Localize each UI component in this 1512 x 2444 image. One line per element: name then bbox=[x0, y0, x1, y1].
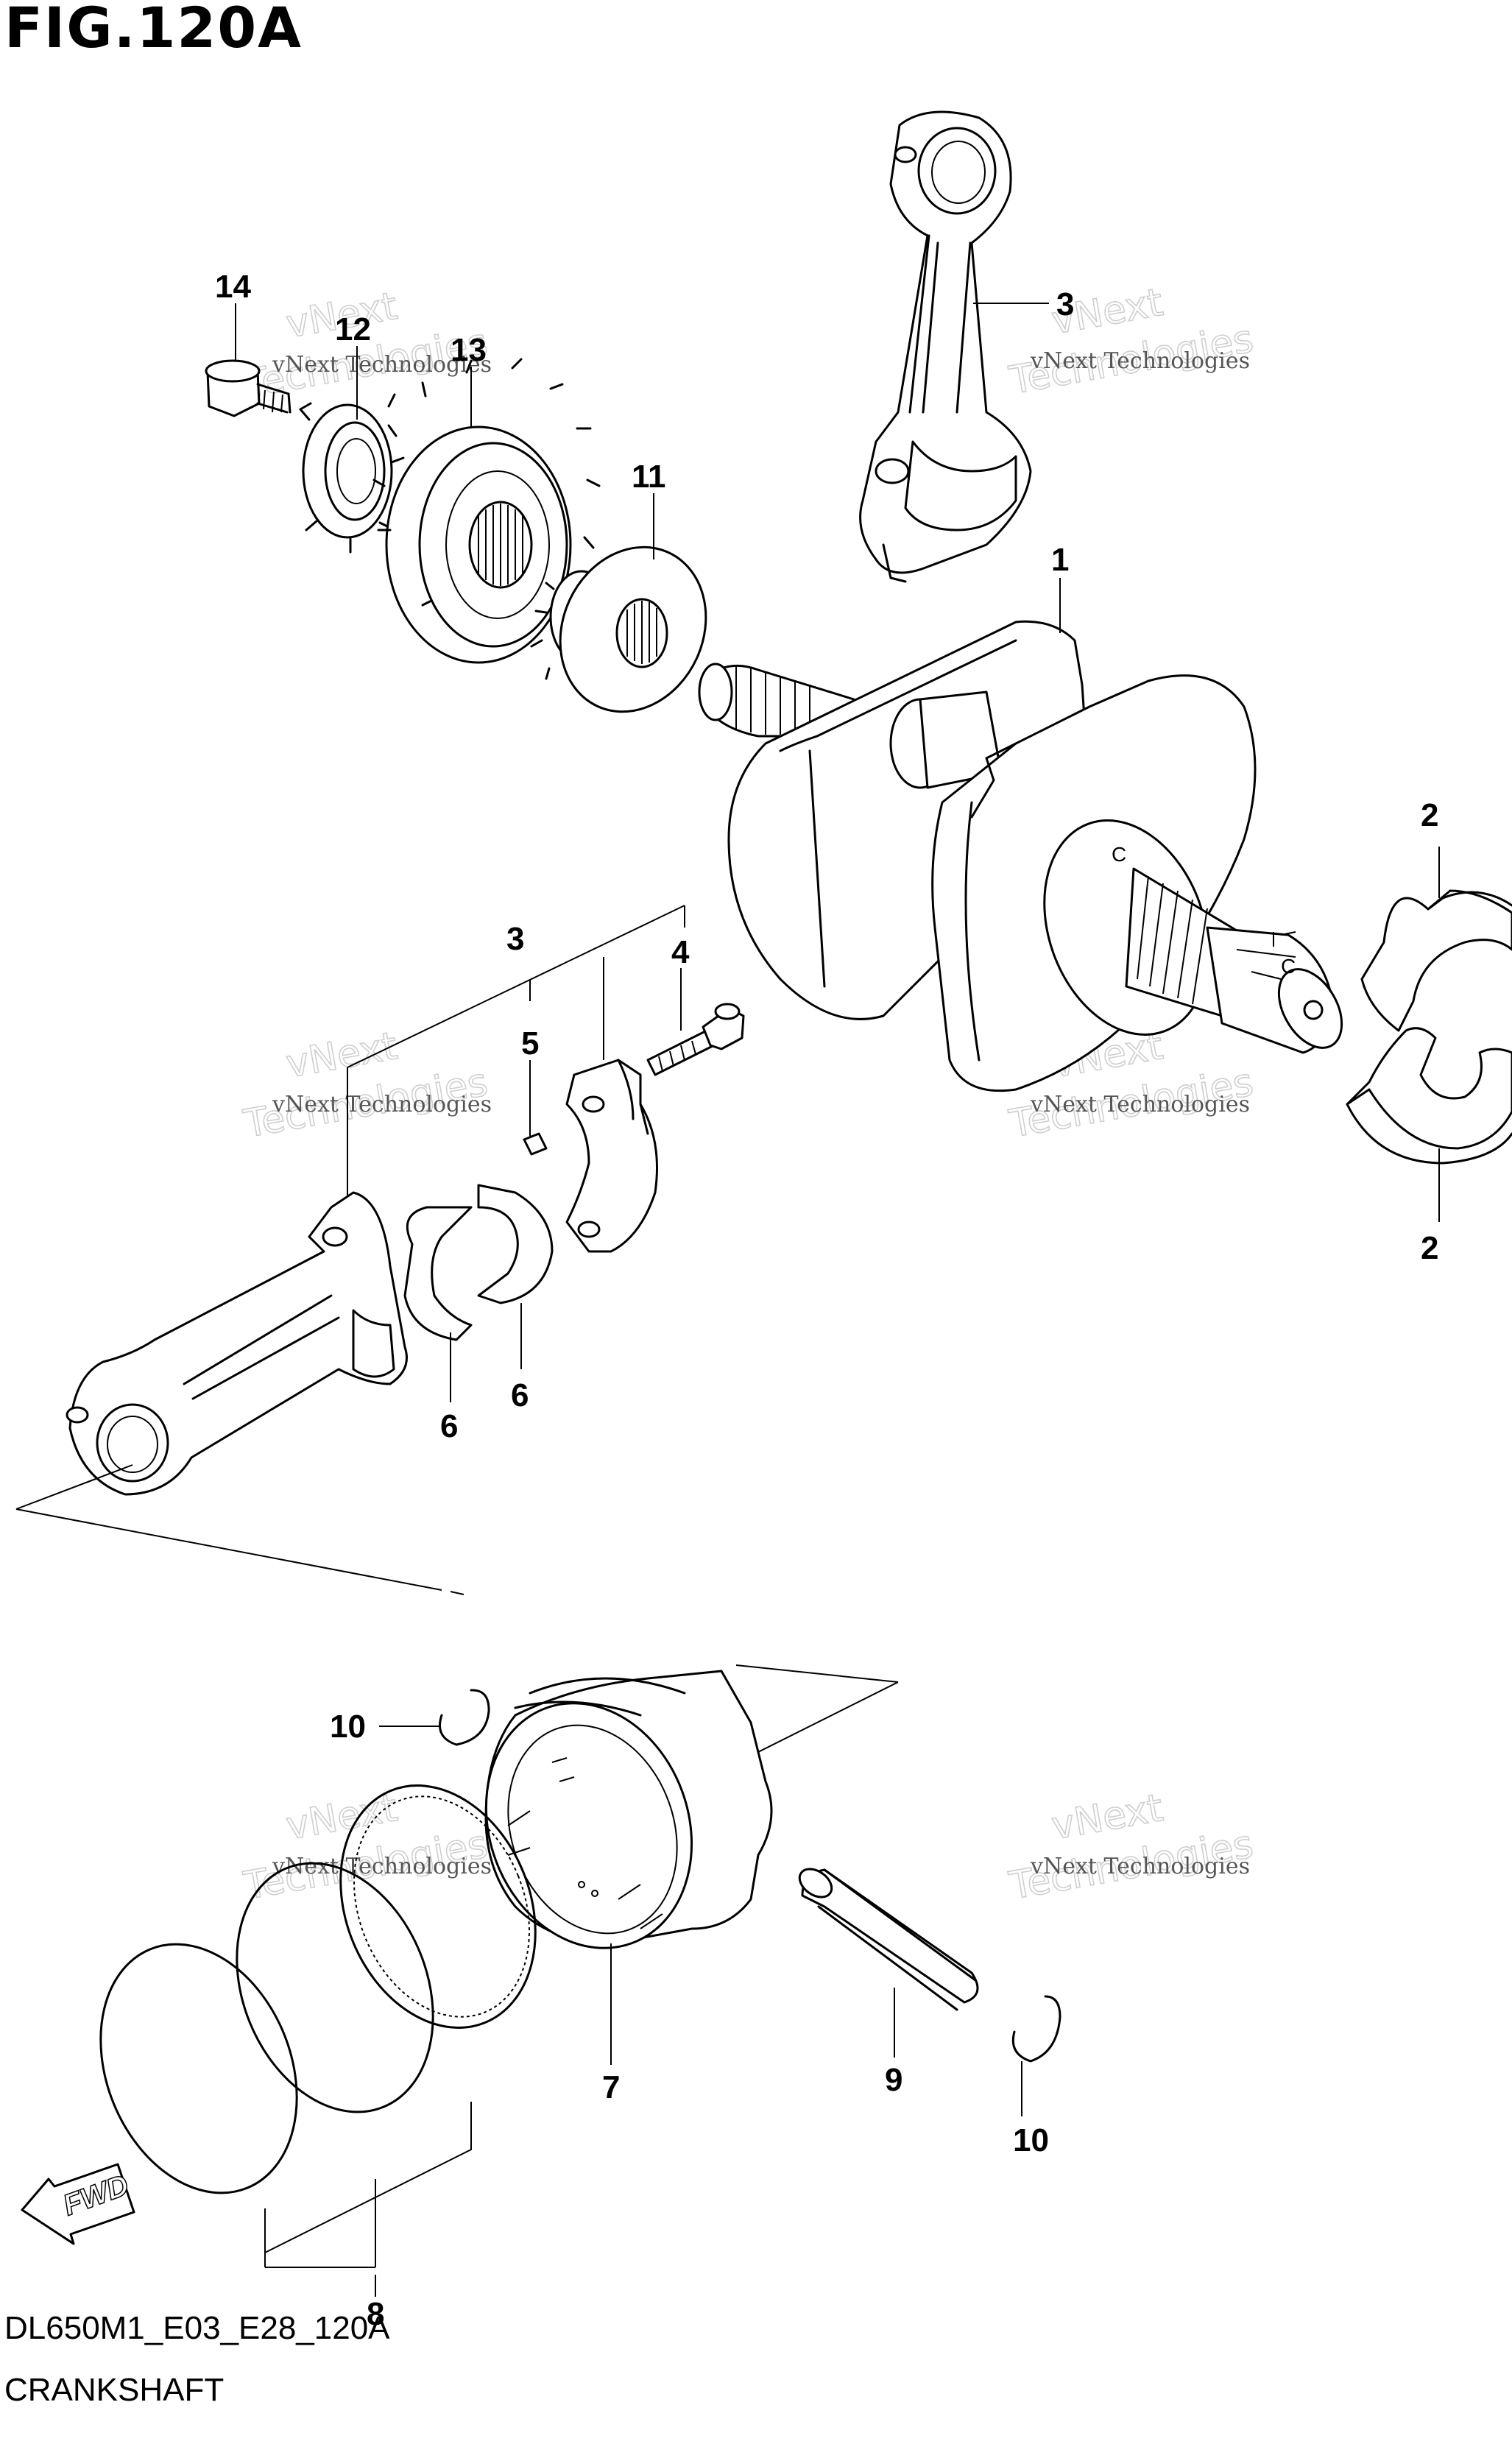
watermark-text: vNext Technologies bbox=[272, 352, 492, 378]
callout-9: 9 bbox=[885, 2062, 902, 2098]
part-12-gear bbox=[299, 393, 405, 554]
part-10-circlip-left bbox=[439, 1689, 490, 1746]
part-7-piston bbox=[484, 1670, 773, 1949]
callout-3-left: 3 bbox=[506, 921, 524, 957]
part-11-washer bbox=[530, 545, 707, 713]
watermark-3: vNext Technologies vNext Technologies bbox=[240, 1023, 492, 1147]
part-10-circlip-right bbox=[1011, 1995, 1061, 2063]
callout-5: 5 bbox=[521, 1025, 539, 1062]
callout-13-label: 13 bbox=[451, 332, 487, 368]
callout-3-top: 3 bbox=[1056, 286, 1074, 322]
figure-code: DL650M1_E03_E28_120A bbox=[4, 2310, 390, 2346]
part-1-crankshaft: C C bbox=[698, 620, 1343, 1092]
callout-10-right: 10 bbox=[1013, 2122, 1049, 2158]
part-8-rings bbox=[99, 1784, 537, 2268]
watermark-text: vNext Technologies bbox=[1030, 1092, 1250, 1117]
callout-2-lower: 2 bbox=[1421, 1230, 1438, 1266]
watermark-text: vNext Technologies bbox=[1030, 348, 1250, 374]
part-2-bearing-lower bbox=[1346, 1027, 1512, 1165]
separator-lines bbox=[15, 1464, 899, 1767]
watermark-5: vNext Technologies vNext Technologies bbox=[240, 1785, 492, 1909]
callout-1: 1 bbox=[1051, 542, 1069, 578]
callout-6-b: 6 bbox=[511, 1377, 529, 1413]
watermark-2: vNext Technologies vNext Technologies bbox=[1006, 280, 1257, 403]
watermark-text: vNext Technologies bbox=[272, 1854, 492, 1879]
leader-lines bbox=[235, 303, 1440, 2297]
callout-labels: 14 12 13 13 11 3 1 2 2 3 4 5 6 6 10 7 9 … bbox=[215, 269, 1438, 2332]
mark-c-right: C bbox=[1112, 843, 1126, 866]
watermark-text: vNext Technologies bbox=[272, 1092, 492, 1117]
watermark-6: vNext Technologies vNext Technologies bbox=[1006, 1785, 1257, 1909]
part-14-bolt bbox=[205, 359, 292, 417]
watermark-text: vNext Technologies bbox=[1030, 1854, 1250, 1879]
fwd-arrow: FWD bbox=[21, 2163, 135, 2245]
callout-7: 7 bbox=[602, 2069, 620, 2105]
callout-2-upper: 2 bbox=[1421, 797, 1438, 833]
figure-name: CRANKSHAFT bbox=[4, 2372, 225, 2408]
part-2-bearing-upper bbox=[1360, 889, 1512, 1032]
figure-title: FIG.120A bbox=[4, 0, 303, 60]
callout-10-left: 10 bbox=[330, 1709, 366, 1745]
part-3-conrod-top bbox=[859, 110, 1032, 583]
callout-8: 8 bbox=[367, 2296, 384, 2332]
part-6-bearing-b bbox=[477, 1184, 554, 1304]
callout-4: 4 bbox=[671, 934, 690, 970]
callout-11: 11 bbox=[632, 459, 666, 495]
part-3-conrod-cap bbox=[565, 1059, 658, 1253]
part-13-gear bbox=[372, 358, 601, 664]
part-3-conrod-left bbox=[66, 1191, 408, 1496]
part-6-bearing-a bbox=[403, 1206, 473, 1341]
callout-14: 14 bbox=[215, 269, 251, 305]
part-5-pin bbox=[523, 1132, 548, 1156]
callout-12: 12 bbox=[335, 311, 371, 347]
part-4-bolt bbox=[646, 1003, 745, 1076]
part-9-pin bbox=[798, 1868, 979, 2011]
mark-c-nose: C bbox=[1281, 955, 1296, 978]
callout-6-a: 6 bbox=[440, 1408, 458, 1444]
conrod-assembly-leaders bbox=[347, 905, 685, 1200]
